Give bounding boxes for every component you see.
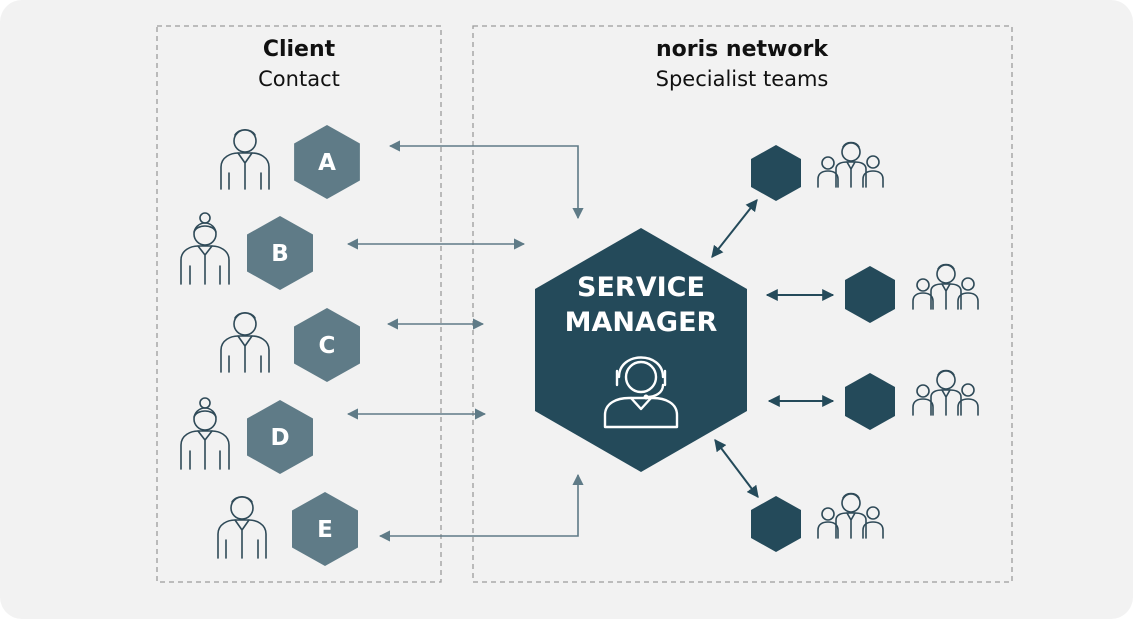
service-manager-label-line1: SERVICE <box>577 272 705 303</box>
client-hexagon-e <box>292 492 358 566</box>
arrow-a-to-manager <box>388 140 584 220</box>
client-row-b: B <box>180 212 313 290</box>
client-letter-c: C <box>319 333 336 359</box>
client-hexagon-d <box>247 400 313 474</box>
arrow-team-4 <box>714 439 759 498</box>
client-hexagon-a <box>294 125 360 199</box>
client-letter-a: A <box>318 150 336 176</box>
team-hexagon-4 <box>751 496 801 552</box>
female-person-icon <box>180 397 230 470</box>
provider-group-subtitle: Specialist teams <box>656 67 829 91</box>
service-manager-node: SERVICE MANAGER <box>535 228 747 472</box>
client-group-subtitle: Contact <box>258 67 340 91</box>
arrow-team-1 <box>711 199 758 258</box>
client-letter-b: B <box>271 241 289 267</box>
team-row-3 <box>845 369 979 430</box>
male-person-icon <box>220 311 270 373</box>
client-letter-e: E <box>317 517 333 543</box>
team-row-2 <box>845 263 979 323</box>
male-person-icon <box>220 128 270 190</box>
team-hexagon-3 <box>845 373 895 430</box>
client-letter-d: D <box>270 425 289 451</box>
client-hexagon-b <box>247 216 313 290</box>
client-row-e: E <box>217 492 358 566</box>
client-row-c: C <box>220 308 360 382</box>
service-manager-label-line2: MANAGER <box>565 307 718 338</box>
provider-group-title: noris network <box>656 37 829 62</box>
team-icon <box>817 492 884 539</box>
female-person-icon <box>180 212 230 285</box>
specialist-group-box <box>472 25 1013 583</box>
team-hexagon-2 <box>845 266 895 323</box>
service-manager-hexagon <box>535 228 747 472</box>
team-icon <box>817 141 884 188</box>
client-group-title: Client <box>263 37 336 62</box>
client-hexagon-c <box>294 308 360 382</box>
team-icon <box>912 263 979 310</box>
team-hexagon-1 <box>751 145 801 201</box>
client-row-a: A <box>220 125 360 199</box>
arrow-e-to-manager <box>378 473 584 542</box>
male-person-icon <box>217 495 267 559</box>
team-row-4 <box>751 492 884 552</box>
client-row-d: D <box>180 397 313 474</box>
client-group-box <box>156 25 442 583</box>
headset-agent-icon <box>603 356 679 429</box>
team-row-1 <box>751 141 884 201</box>
team-icon <box>912 369 979 416</box>
